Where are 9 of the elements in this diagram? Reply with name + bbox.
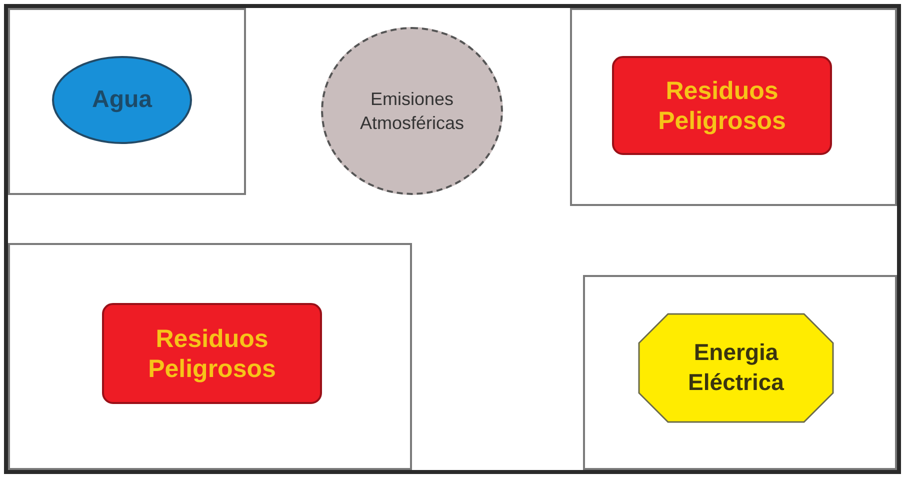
circle-node: Emisiones Atmosféricas (321, 27, 503, 195)
room-panel (8, 243, 412, 470)
room-panel (570, 8, 897, 206)
room-panel (583, 275, 897, 470)
rounded-rect-node: Residuos Peligrosos (102, 303, 322, 404)
room-panel (8, 8, 246, 195)
ellipse-node: Agua (52, 56, 192, 144)
outer-frame (4, 4, 901, 474)
rounded-rect-node: Residuos Peligrosos (612, 56, 832, 155)
